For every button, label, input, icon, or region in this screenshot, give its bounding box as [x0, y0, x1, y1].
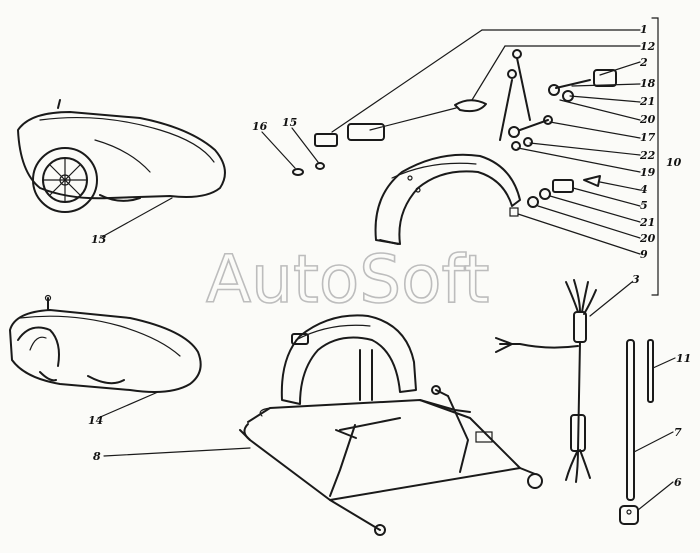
leader-8 [103, 447, 251, 457]
callout-15: 15 [282, 116, 297, 129]
callout-22: 22 [639, 149, 656, 162]
leader-13 [99, 197, 173, 239]
sidecar-body-assembled [17, 99, 226, 213]
callout-13: 13 [91, 233, 107, 246]
fastener-set [499, 49, 617, 217]
leader-2 [599, 61, 641, 76]
callout-12: 12 [640, 40, 656, 53]
leader-12b [471, 45, 506, 101]
callout-3: 3 [632, 273, 640, 286]
callout-16: 16 [252, 120, 268, 133]
callout-10: 10 [666, 156, 682, 169]
callout-21a: 21 [639, 95, 655, 108]
leader-7 [633, 431, 674, 453]
watermark-text: AutoSoft [206, 241, 489, 318]
leader-1 [331, 29, 483, 133]
callout-5: 5 [640, 199, 648, 212]
callout-19: 19 [640, 166, 656, 179]
leader-21a [569, 95, 641, 103]
callout-1: 1 [640, 23, 648, 36]
callout-21b: 21 [639, 216, 655, 229]
leader-18 [571, 83, 641, 87]
callout-14: 14 [88, 414, 103, 427]
wiring-harness [495, 279, 597, 483]
leader-4 [599, 181, 641, 191]
leader-3 [589, 281, 633, 317]
callout-7: 7 [674, 426, 682, 439]
leader-12a [369, 107, 457, 131]
leader-19 [517, 147, 641, 173]
sidecar-chassis-frame [239, 314, 543, 536]
leader-20a [559, 99, 641, 121]
leader-20b [537, 205, 641, 239]
leader-16 [261, 131, 296, 169]
callout-20a: 20 [639, 113, 656, 126]
callout-11: 11 [676, 352, 691, 365]
callout-17: 17 [640, 131, 656, 144]
leader-5 [572, 187, 641, 207]
leader-11 [652, 357, 676, 369]
callout-2: 2 [639, 56, 648, 69]
callout-9: 9 [640, 248, 648, 261]
leader-15 [291, 127, 319, 163]
tail-lamp-parts [314, 99, 487, 147]
callout-18: 18 [640, 77, 656, 90]
leader-22 [529, 142, 641, 156]
callout-8: 8 [93, 450, 101, 463]
leader-9 [517, 213, 641, 255]
callout-6: 6 [674, 476, 682, 489]
group-bracket [651, 17, 659, 296]
leader-21b [549, 195, 641, 223]
mudguard [374, 153, 521, 245]
callout-4: 4 [640, 183, 648, 196]
leader-17 [549, 121, 641, 139]
callout-20b: 20 [639, 232, 656, 245]
rods [619, 339, 654, 525]
leader-6 [637, 481, 674, 511]
sidecar-body-frame-view [9, 294, 202, 393]
leader-14 [97, 391, 159, 419]
small-clip-part [292, 162, 325, 176]
